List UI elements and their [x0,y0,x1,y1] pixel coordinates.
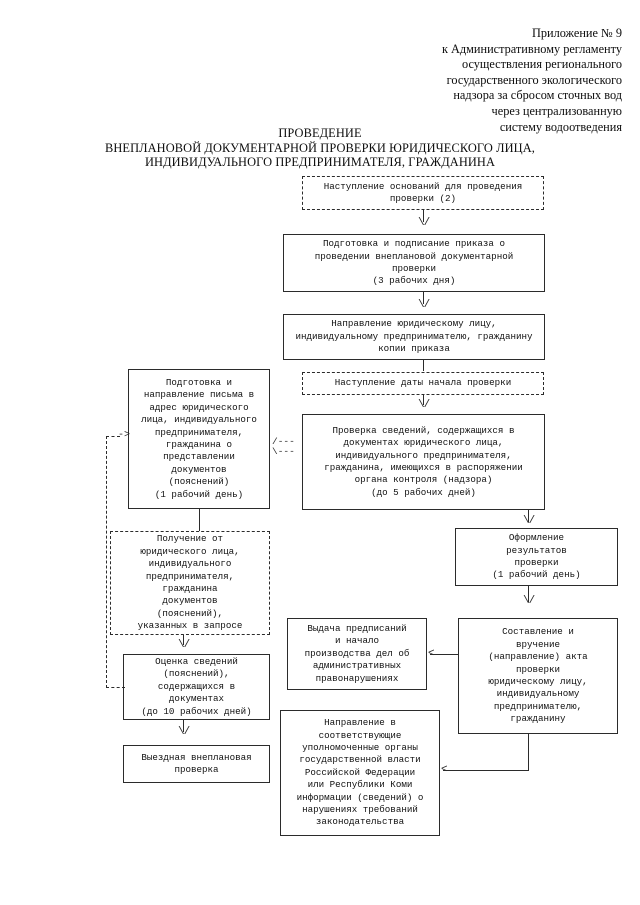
node-letter-preparation-label: Подготовка и направление письма в адрес … [141,376,257,500]
header-line-6: через централизованную [491,103,622,118]
connector-evaluate-to-field [183,720,184,732]
node-start-date-label: Наступление даты начала проверки [334,377,512,389]
node-results: Оформление результатов проверки (1 рабоч… [455,528,618,586]
arrow-down-icon: \/ [523,595,535,607]
header-line-3: осуществления регионального [462,57,622,72]
node-results-label: Оформление результатов проверки (1 рабоч… [492,532,581,581]
node-act-drafting: Составление и вручение (направление) акт… [458,618,618,734]
arrow-down-icon: \/ [418,217,430,229]
node-letter-preparation: Подготовка и направление письма в адрес … [128,369,270,509]
node-start-date: Наступление даты начала проверки [302,372,544,395]
connector-order-to-send [423,292,424,304]
connector-send-to-startdate [423,360,424,371]
connector-feedback-into-letter [106,436,120,437]
title-line-2: ВНЕПЛАНОВОЙ ДОКУМЕНТАРНОЙ ПРОВЕРКИ ЮРИДИ… [105,140,535,155]
node-act-drafting-label: Составление и вручение (направление) акт… [488,626,588,725]
arrow-down-icon: \/ [178,639,190,651]
node-notify-authorities: Направление в соответствующие уполномоче… [280,710,440,836]
node-prescriptions-label: Выдача предписаний и начало производства… [304,622,410,684]
node-evaluate-information: Оценка сведений (пояснений), содержащихс… [123,654,270,720]
node-receive-documents-label: Получение от юридического лица, индивиду… [137,533,243,632]
node-check-documents-label: Проверка сведений, содержащихся в докуме… [324,424,523,498]
node-grounds: Наступление оснований для проведения про… [302,176,544,210]
node-order-preparation: Подготовка и подписание приказа о провед… [283,234,545,292]
arrow-left-icon: < [441,764,448,776]
connector-evaluate-feedback-h [106,687,125,688]
node-grounds-label: Наступление оснований для проведения про… [323,180,523,204]
connector-letter-to-receive [199,509,200,531]
arrow-down-icon: \/ [418,399,430,411]
header-line-1: Приложение № 9 [531,26,622,40]
arrow-right-icon: -> [118,430,131,441]
header-line-2: к Административному регламенту [441,41,622,56]
connector-evaluate-feedback-v [106,436,107,688]
connector-results-to-act [528,586,529,602]
page-title: ПРОВЕДЕНИЕ ВНЕПЛАНОВОЙ ДОКУМЕНТАРНОЙ ПРО… [0,126,640,170]
connector-startdate-to-check [423,395,424,405]
node-send-order-copy: Направление юридическому лицу, индивидуа… [283,314,545,360]
document-header: Приложение № 9 к Административному регла… [322,26,622,135]
header-line-4: государственного экологического [446,72,622,87]
header-line-5: надзора за сбросом сточных вод [453,88,622,103]
node-notify-authorities-label: Направление в соответствующие уполномоче… [296,717,424,828]
arrow-down-icon: \/ [178,726,190,738]
connector-grounds-to-order [423,210,424,222]
node-receive-documents: Получение от юридического лица, индивиду… [110,531,270,635]
node-prescriptions: Выдача предписаний и начало производства… [287,618,427,690]
node-field-check: Выездная внеплановая проверка [123,745,270,783]
connector-act-down [528,734,529,770]
node-order-preparation-label: Подготовка и подписание приказа о провед… [314,238,514,287]
arrow-down-icon: \/ [418,299,430,311]
node-evaluate-information-label: Оценка сведений (пояснений), содержащихс… [141,655,252,717]
node-field-check-label: Выездная внеплановая проверка [141,751,252,775]
title-line-1: ПРОВЕДЕНИЕ [278,126,362,140]
node-check-documents: Проверка сведений, содержащихся в докуме… [302,414,545,510]
title-line-3: ИНДИВИДУАЛЬНОГО ПРЕДПРИНИМАТЕЛЯ, ГРАЖДАН… [144,155,496,170]
header-line-7: систему водоотведения [499,119,622,134]
connector-check-to-results [528,510,529,522]
node-send-order-copy-label: Направление юридическому лицу, индивидуа… [295,318,533,355]
arrow-bidirectional-icon: /--- \--- [272,436,295,457]
connector-receive-to-evaluate [183,635,184,645]
arrow-left-icon: < [428,648,435,660]
connector-act-to-notify [443,770,529,771]
connector-act-to-prescriptions [430,654,458,655]
arrow-down-icon: \/ [523,515,535,527]
